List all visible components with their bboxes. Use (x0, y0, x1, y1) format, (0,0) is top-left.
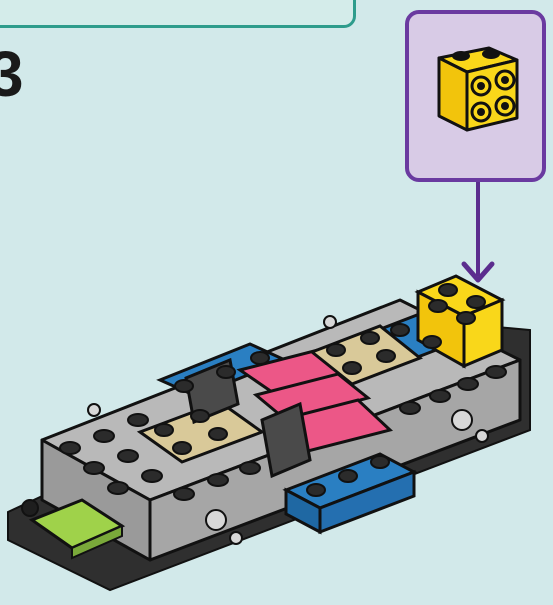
lego-car-base-model (0, 0, 553, 605)
